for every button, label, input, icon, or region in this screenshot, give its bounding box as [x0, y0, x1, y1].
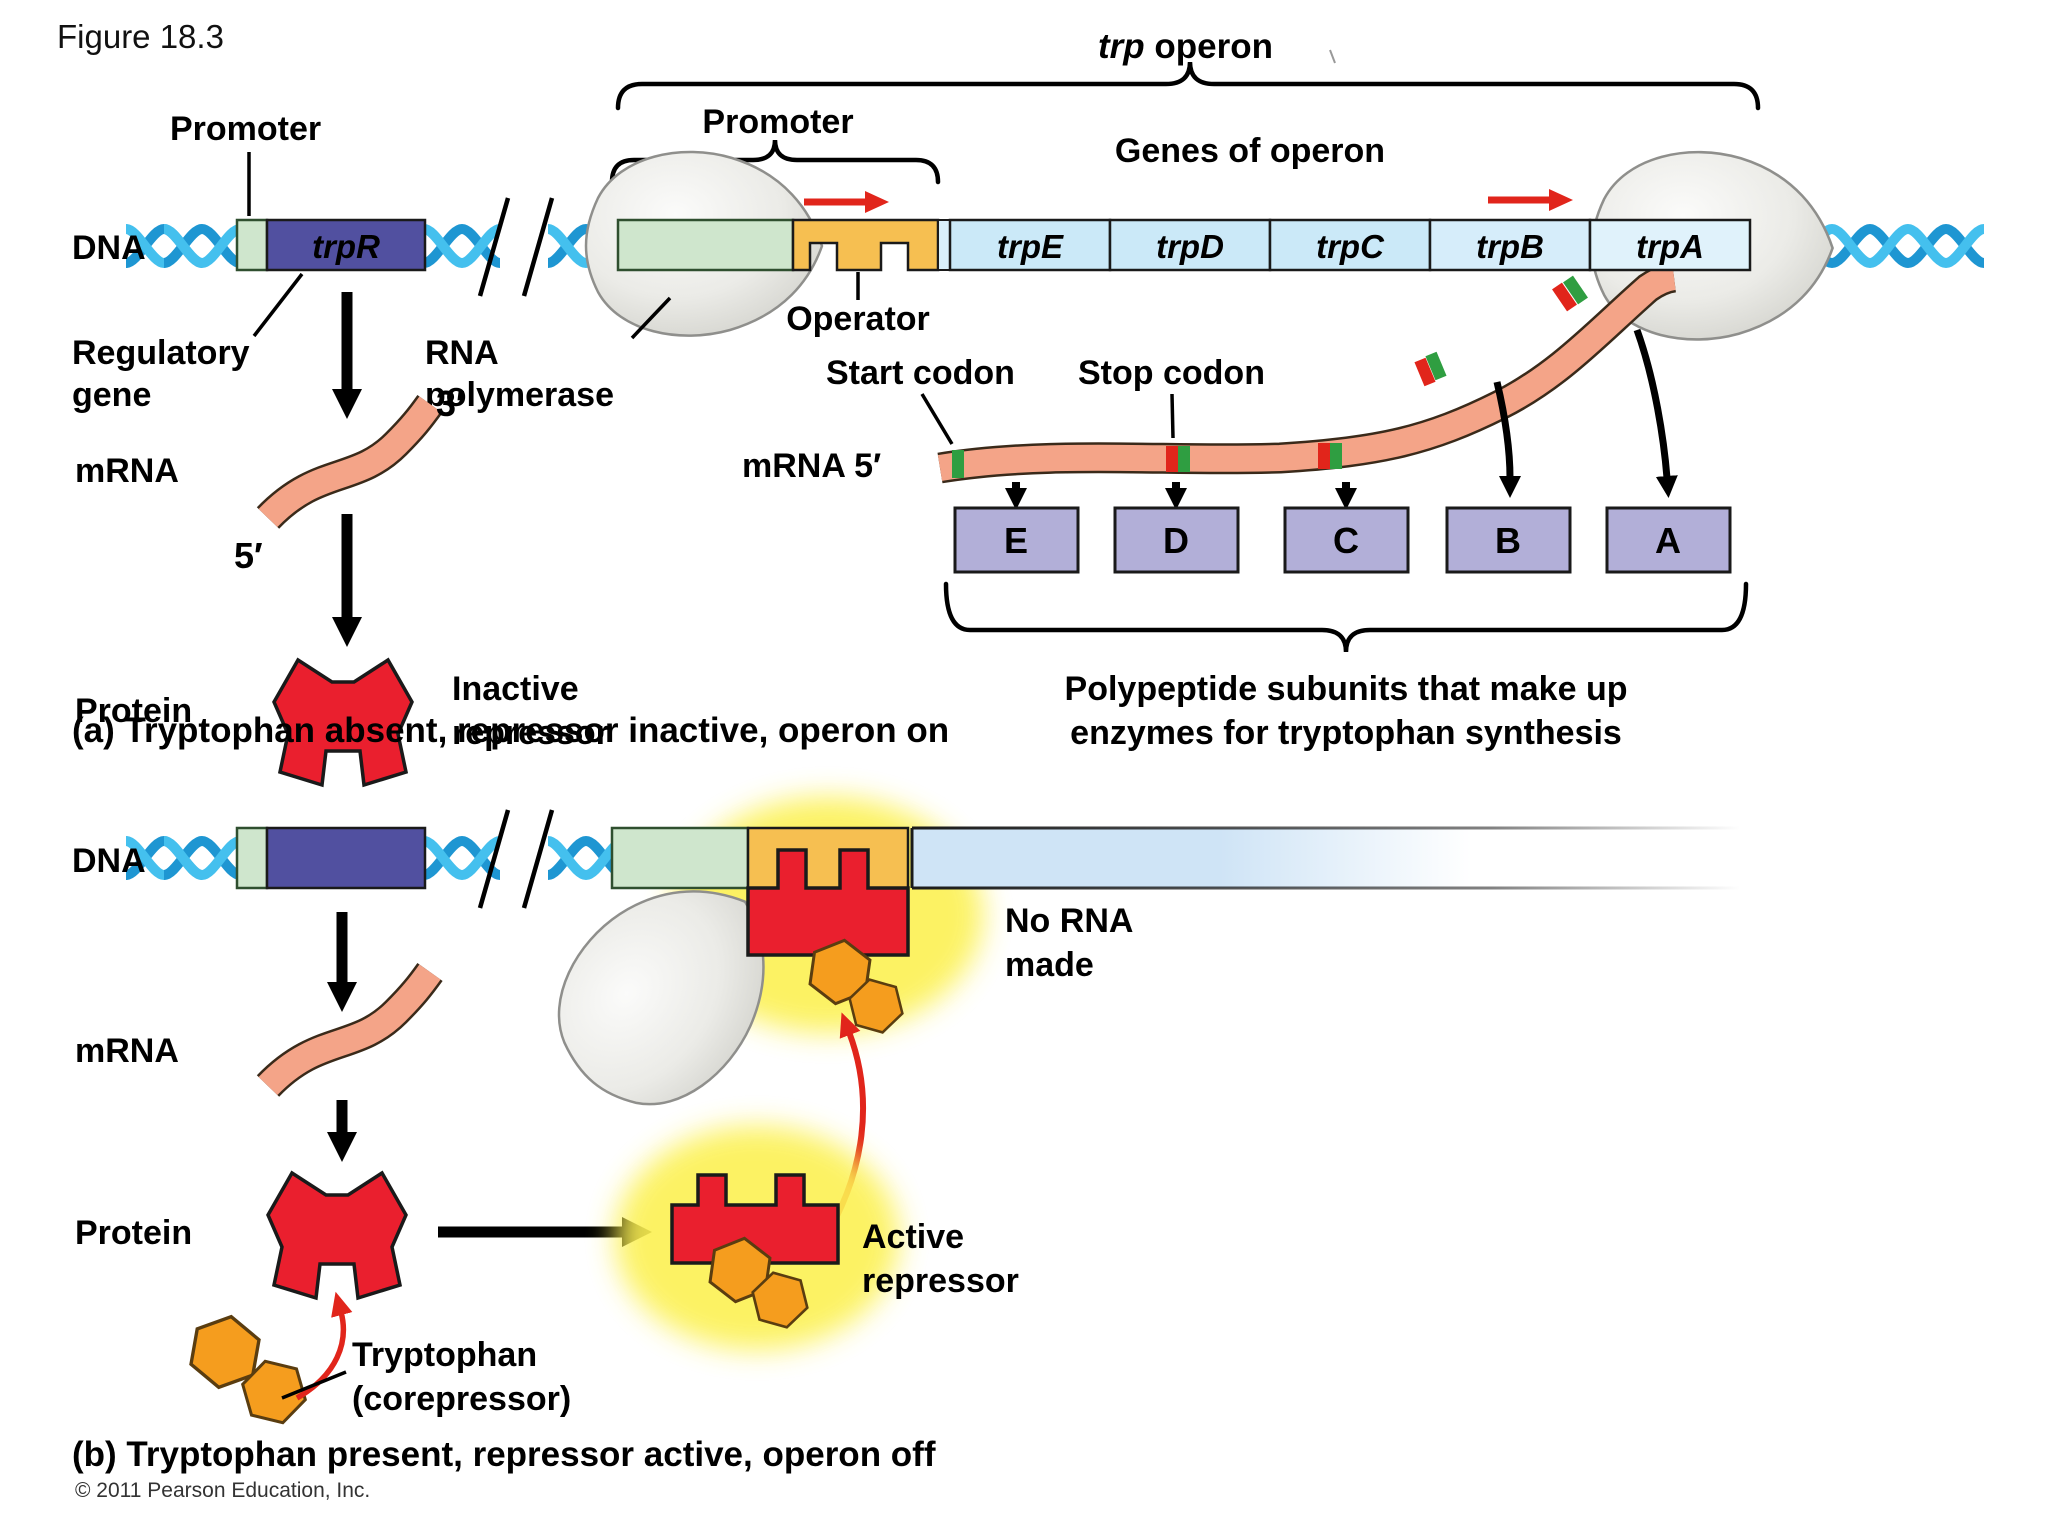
regulatory-gene-label-2: gene — [72, 376, 151, 414]
rna-polymerase-label-2: polymerase — [425, 376, 614, 414]
panel-b-caption: (b) Tryptophan present, repressor active… — [72, 1435, 936, 1474]
bound-active-repressor — [746, 848, 910, 1040]
subunit-label-B: B — [1495, 520, 1521, 561]
mrna-5prime-label: mRNA 5′ — [742, 447, 881, 485]
start-codon-pointer — [920, 393, 954, 445]
protein-label-a: Protein — [75, 692, 192, 730]
subunit-label-E: E — [1004, 520, 1028, 561]
active-repressor-label-2: repressor — [862, 1262, 1019, 1300]
promoter-left-label: Promoter — [170, 110, 321, 148]
gene-label-trpB: trpB — [1476, 228, 1544, 265]
dna-row-b — [235, 826, 1740, 890]
gene-box-trpD — [1108, 218, 1272, 272]
promoter-brace — [609, 139, 941, 185]
no-rna-made-label-2: made — [1005, 946, 1094, 984]
gene-box-trpC — [1268, 218, 1432, 272]
rna-polymerase-pointer — [630, 296, 672, 340]
active-repressor-body — [670, 1173, 840, 1265]
inactive-repressor-label-1: Inactive — [452, 670, 579, 708]
figure-title: Figure 18.3 — [57, 18, 224, 55]
subunit-boxes: E D C B A — [953, 506, 1732, 574]
trp-operon-brace — [615, 61, 1761, 111]
regulatory-gene-label-1: Regulatory — [72, 334, 250, 372]
operon-promoter-box — [616, 218, 795, 272]
start-codon-label: Start codon — [826, 354, 1015, 392]
trpR-gene-label: trpR — [312, 228, 380, 265]
subunit-label-A: A — [1655, 520, 1681, 561]
trpR-promoter-box — [235, 218, 269, 272]
mrna-ribbon-b — [256, 962, 443, 1098]
leader-segment — [937, 219, 951, 271]
trpR-gene-box — [265, 218, 427, 272]
three-prime-label: 3′ — [436, 383, 465, 424]
gene-label-trpC: trpC — [1316, 228, 1385, 265]
mrna-transcript — [937, 261, 1677, 484]
subunits-brace — [943, 581, 1749, 653]
panel-a-caption: (a) Tryptophan absent, repressor inactiv… — [72, 711, 949, 750]
subunit-label-C: C — [1333, 520, 1359, 561]
translation-arrows — [1005, 328, 1678, 510]
subunit-box-E — [953, 506, 1080, 574]
gene-box-fading — [912, 828, 1472, 888]
copyright-notice: © 2011 Pearson Education, Inc. — [75, 1479, 370, 1502]
rna-polymerase-label-1: RNA — [425, 334, 499, 372]
gene-box-trpA — [1588, 218, 1752, 272]
corepressor-binding-arrow — [295, 1291, 353, 1401]
subunit-box-B — [1445, 506, 1572, 574]
mrna-ribbon-a — [256, 394, 443, 530]
dna-label-b: DNA — [72, 842, 146, 880]
trpR-promoter-box-b — [235, 826, 269, 890]
operon-promoter-box-b — [610, 826, 750, 890]
tryptophan-label-1: Tryptophan — [352, 1336, 537, 1374]
dna-label-a: DNA — [72, 229, 146, 267]
gene-label-trpE: trpE — [997, 228, 1064, 265]
operator-box-b — [746, 826, 910, 890]
trp-operon-heading: trp operon — [1098, 27, 1273, 66]
gene-box-trpE — [948, 218, 1112, 272]
dna-break-slashes-a — [477, 197, 555, 297]
gene-label-trpD: trpD — [1156, 228, 1224, 265]
subunit-box-C — [1283, 506, 1410, 574]
tryptophan-label-2: (corepressor) — [352, 1380, 571, 1418]
regulatory-gene-pointer — [252, 272, 304, 338]
no-rna-made-label-1: No RNA — [1005, 902, 1133, 940]
bound-repressor-body — [746, 848, 910, 957]
polypeptide-caption-1: Polypeptide subunits that make up — [1065, 670, 1628, 708]
tryptophan-pointer — [281, 1370, 347, 1400]
dna-break-slashes-b — [477, 809, 555, 909]
dna-row-a: trpR trpE trpD trpC trpB trpA — [235, 218, 1752, 272]
mrna-label-b: mRNA — [75, 1032, 179, 1070]
stop-codon-label: Stop codon — [1078, 354, 1265, 392]
genes-of-operon-label: Genes of operon — [1115, 132, 1385, 170]
mrna-label-a: mRNA — [75, 452, 179, 490]
trpR-gene-box-b — [265, 826, 427, 890]
active-repressor-free — [670, 1173, 840, 1335]
stop-codon-pointer — [1170, 393, 1175, 439]
subunit-label-D: D — [1163, 520, 1189, 561]
stray-tick — [1329, 49, 1336, 64]
inactive-repressor-icon-b — [266, 1171, 408, 1300]
codon-stripes — [952, 275, 1588, 478]
gene-label-trpA: trpA — [1636, 228, 1704, 265]
five-prime-label: 5′ — [234, 535, 263, 576]
protein-label-b: Protein — [75, 1214, 192, 1252]
gene-box-trpB — [1428, 218, 1592, 272]
active-repressor-label-1: Active — [862, 1218, 964, 1256]
inactive-repressor-label-2: repressor — [452, 714, 609, 752]
promoter-right-label: Promoter — [702, 103, 853, 141]
polypeptide-caption-2: enzymes for tryptophan synthesis — [1070, 714, 1622, 752]
operator-label: Operator — [786, 300, 930, 338]
subunit-box-D — [1113, 506, 1240, 574]
subunit-box-A — [1605, 506, 1732, 574]
